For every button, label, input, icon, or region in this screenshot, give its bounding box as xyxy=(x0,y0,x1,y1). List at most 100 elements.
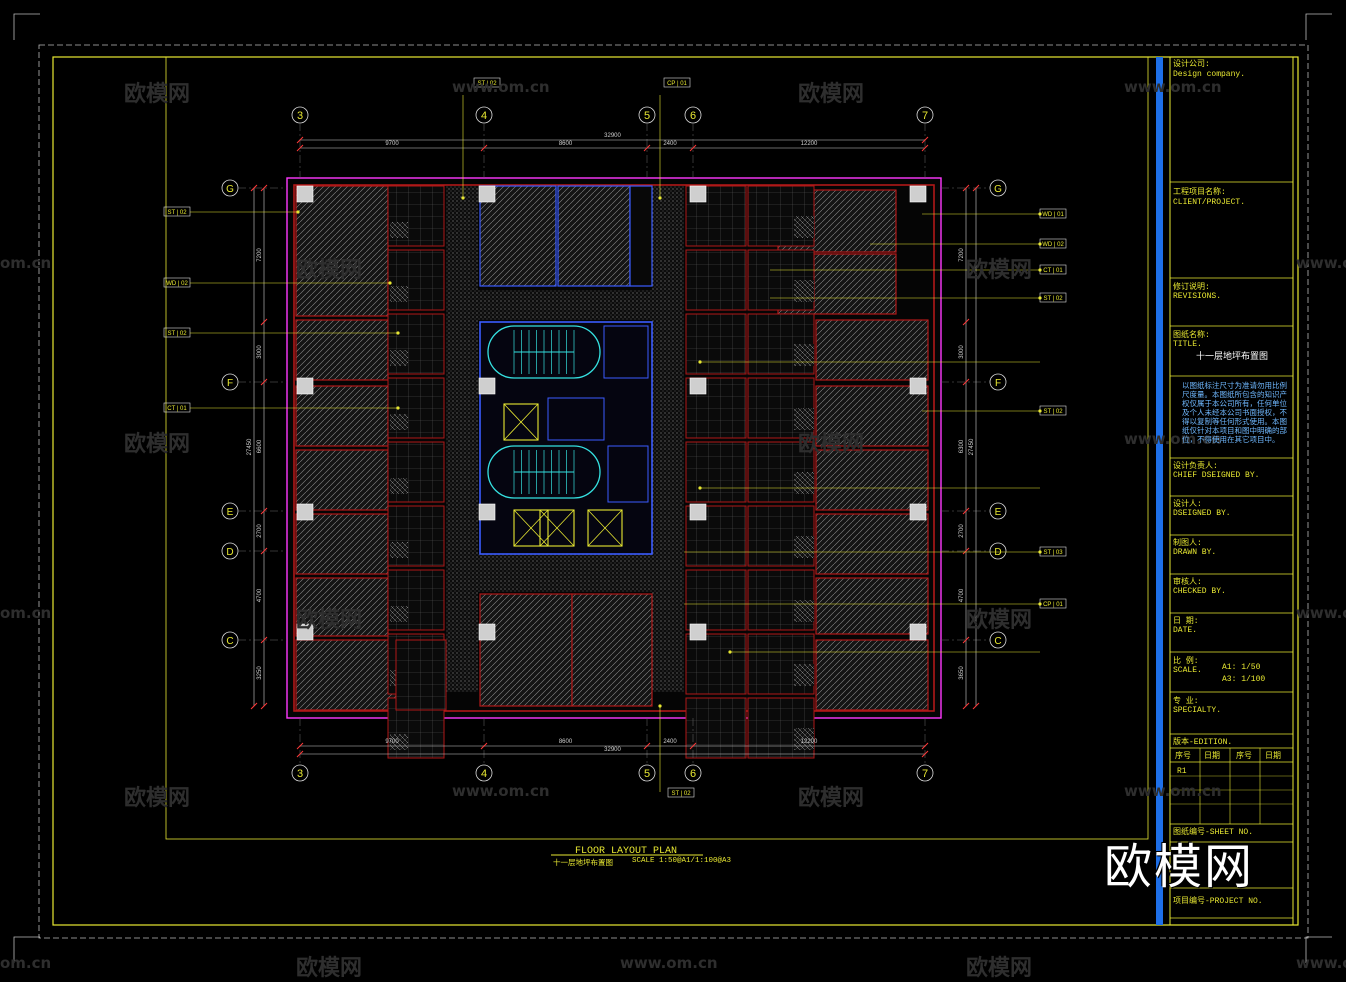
watermark-brand: 欧模网 xyxy=(296,956,363,981)
dim-left-tick xyxy=(260,547,268,555)
structural-column xyxy=(689,185,707,203)
dim-top-total-tick xyxy=(296,136,304,144)
plan-title: FLOOR LAYOUT PLAN xyxy=(575,846,678,857)
tb-outline xyxy=(1169,56,1294,926)
dim-right-tick xyxy=(962,184,970,192)
watermark-brand: 欧模网 xyxy=(124,432,191,457)
watermark-brand: 欧模网 xyxy=(798,82,865,107)
dim-bottom-tick xyxy=(689,742,697,750)
tag-st02-right-text: ST | 02 xyxy=(1043,296,1063,302)
tb-revisions-en: REVISIONS. xyxy=(1173,292,1222,301)
tb-client-cn: 工程项目名称: xyxy=(1173,188,1226,197)
dim-bottom-label: 12200 xyxy=(801,739,818,745)
dim-left-label: 3000 xyxy=(257,345,263,359)
room-fixture xyxy=(794,408,814,430)
dim-bottom-total-tick xyxy=(921,750,929,758)
dim-right-tick xyxy=(962,702,970,710)
dim-left-tick xyxy=(260,318,268,326)
grid-label-row: C xyxy=(994,636,1001,647)
tag-cp01-top-dot xyxy=(658,196,662,200)
tb-chief-cn: 设计负责人: xyxy=(1173,462,1218,471)
watermark-url: www.om.cn xyxy=(1124,430,1222,448)
tag-st03-right-text: ST | 03 xyxy=(1043,550,1063,556)
dim-right-total-tick xyxy=(972,702,980,710)
elevator-x xyxy=(503,403,539,441)
tag-st02-right-dot xyxy=(1038,296,1042,300)
tb-designed-cn: 设计人: xyxy=(1173,500,1202,509)
dim-top-label: 9700 xyxy=(385,141,399,147)
tb-specialty-en: SPECIALTY. xyxy=(1173,706,1222,715)
watermark-url: www.om.cn xyxy=(1296,604,1346,622)
tb-company-cn: 设计公司: xyxy=(1173,60,1210,69)
elevator-car xyxy=(587,509,623,547)
dim-top-tick xyxy=(480,144,488,152)
tag-cp01-right-dot xyxy=(1038,602,1042,606)
watermark-brand: 欧模网 xyxy=(798,432,865,457)
room-hatch xyxy=(295,513,389,575)
dim-bottom-tick xyxy=(921,742,929,750)
tag-wd01-right-dot xyxy=(1038,212,1042,216)
dim-right-label: 3000 xyxy=(959,345,965,359)
tag-st02-left2-box xyxy=(163,327,191,338)
tag-st02-right2-text: ST | 02 xyxy=(1043,409,1063,415)
structural-column xyxy=(909,377,927,395)
room-tile xyxy=(685,313,747,375)
dim-bottom-total-tick xyxy=(296,750,304,758)
room-fixture xyxy=(794,280,814,302)
room-hatch xyxy=(815,513,929,575)
tag-wd02-left-dot xyxy=(388,281,392,285)
tb-sheet-no: 图纸编号-SHEET NO. xyxy=(1173,828,1254,837)
outer-dashed-border xyxy=(38,44,1309,939)
room-hatch xyxy=(479,185,557,287)
tb-edition-row: R1 xyxy=(1177,767,1187,776)
tb-edition-col: 日期 xyxy=(1204,752,1220,761)
grid-label-col: 4 xyxy=(481,768,487,780)
dim-left-tick xyxy=(260,702,268,710)
exterior-wall xyxy=(293,184,935,712)
structural-column xyxy=(478,623,496,641)
tb-company-en: Design company. xyxy=(1173,70,1246,79)
corridor-top xyxy=(446,290,684,320)
room-fixture xyxy=(390,286,408,302)
dim-right-label: 6300 xyxy=(959,439,965,453)
dim-left-total-tick xyxy=(250,702,258,710)
room-fixture xyxy=(390,478,408,494)
dim-top-tick xyxy=(689,144,697,152)
watermark-url: www.om.cn xyxy=(620,954,718,972)
dim-left-tick xyxy=(260,184,268,192)
structural-column xyxy=(689,503,707,521)
watermark-brand: 欧模网 xyxy=(966,956,1033,981)
watermark-url: www.om.cn xyxy=(1124,782,1222,800)
dim-right-label: 2700 xyxy=(959,524,965,538)
service-room xyxy=(547,397,605,441)
tb-date-en: DATE. xyxy=(1173,626,1198,635)
grid-label-row: D xyxy=(226,547,233,558)
dim-right-tick xyxy=(962,547,970,555)
structural-column xyxy=(909,185,927,203)
elevator-car xyxy=(513,509,549,547)
dim-left-label: 2700 xyxy=(257,524,263,538)
watermark-brand: 欧模网 xyxy=(296,608,363,633)
room-hatch xyxy=(815,449,929,511)
dim-top-tick xyxy=(643,144,651,152)
dim-left-total-label: 27450 xyxy=(247,438,253,455)
room-hatch xyxy=(557,185,631,287)
tag-ct01-left-text: CT | 01 xyxy=(167,406,187,412)
dim-bottom-tick xyxy=(643,742,651,750)
grid-label-col: 5 xyxy=(644,110,650,122)
tb-scale-cn: 比 例: xyxy=(1173,657,1199,666)
tb-drawn-cn: 制图人: xyxy=(1173,539,1202,548)
watermark-url: www.om.cn xyxy=(1124,78,1222,96)
room-hatch xyxy=(295,185,389,317)
room-tile xyxy=(685,633,747,695)
corner-mark xyxy=(1305,936,1332,963)
watermark-brand: 欧模网 xyxy=(966,258,1033,283)
room-fixture xyxy=(794,344,814,366)
tag-st02-left-box xyxy=(163,206,191,217)
room-hatch xyxy=(815,385,929,447)
room-fixture xyxy=(794,600,814,622)
dim-left-tick xyxy=(260,378,268,386)
grid-bubble xyxy=(291,764,309,782)
plan-subtitle: 十一层地坪布置图 xyxy=(553,858,613,867)
